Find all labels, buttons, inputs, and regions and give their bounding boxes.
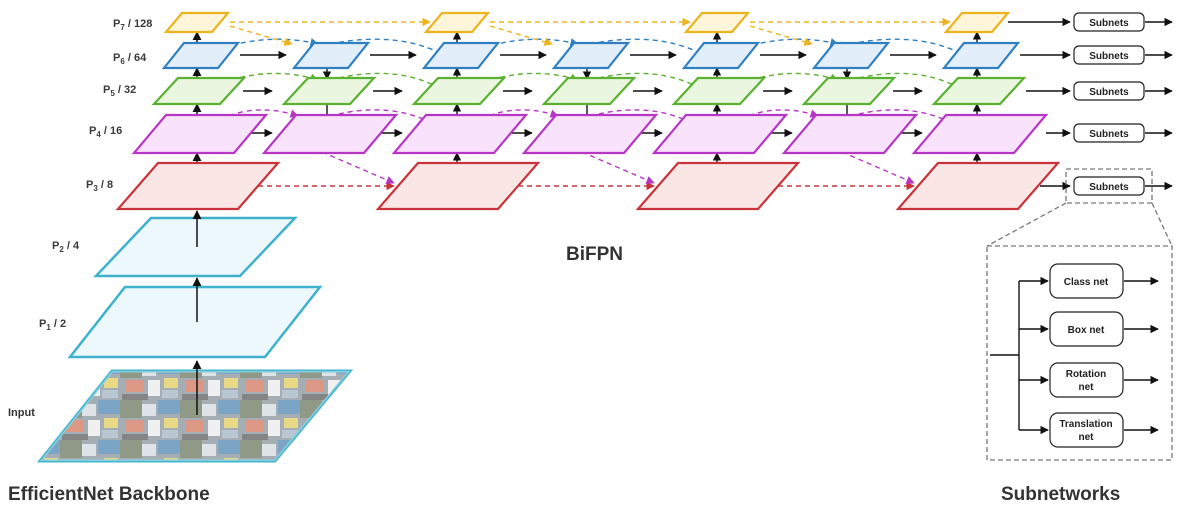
p3-node bbox=[895, 161, 1061, 211]
p4-node bbox=[781, 113, 919, 155]
subnets-boxes: Subnets Subnets Subnets Subnets Subnets bbox=[1073, 12, 1145, 196]
backbone-p2-feature-map bbox=[93, 216, 298, 278]
rotation-net-label-line1: Rotation bbox=[1066, 369, 1107, 380]
p7-node bbox=[423, 11, 491, 34]
backbone: Input P1 / 2 P2 / 4 P3 / 8 P4 / 16 P5 / … bbox=[8, 18, 354, 505]
subnets-box-p6 bbox=[1073, 45, 1145, 65]
input-image bbox=[36, 369, 354, 463]
bifpn-title: BiFPN bbox=[566, 244, 623, 265]
subnets-label: Subnets bbox=[1089, 129, 1129, 140]
translation-net-label-line1: Translation bbox=[1059, 419, 1112, 430]
subnets-box-p5 bbox=[1073, 81, 1145, 101]
p5-node bbox=[541, 76, 637, 106]
p5-node bbox=[151, 76, 247, 106]
p6-node bbox=[681, 41, 761, 70]
p4-node bbox=[261, 113, 399, 155]
p3-node bbox=[115, 161, 281, 211]
rotation-net-box bbox=[1049, 362, 1124, 398]
class-net-box bbox=[1049, 263, 1124, 299]
p5-node bbox=[801, 76, 897, 106]
backbone-title: EfficientNet Backbone bbox=[8, 484, 210, 505]
bifpn-lateral-arrows bbox=[240, 50, 937, 138]
p4-node bbox=[391, 113, 529, 155]
subnetworks-title: Subnetworks bbox=[1001, 484, 1120, 505]
subnets-label: Subnets bbox=[1089, 51, 1129, 62]
input-label: Input bbox=[8, 407, 35, 419]
subnetworks-detail: Class net Box net Rotation net Translati… bbox=[986, 245, 1173, 505]
p6-node bbox=[421, 41, 501, 70]
level-label-p2: P2 / 4 bbox=[52, 240, 80, 254]
rotation-net-label-line2: net bbox=[1079, 382, 1095, 393]
level-label-p5: P5 / 32 bbox=[103, 84, 136, 98]
bifpn: Subnets Subnets Subnets Subnets Subnets … bbox=[115, 11, 1173, 265]
p6-node bbox=[291, 41, 371, 70]
p6-node bbox=[551, 41, 631, 70]
translation-net-box bbox=[1049, 412, 1124, 448]
box-net-label: Box net bbox=[1068, 325, 1105, 336]
subnets-box-p4 bbox=[1073, 123, 1145, 143]
p3-node bbox=[635, 161, 801, 211]
subnets-label: Subnets bbox=[1089, 87, 1129, 98]
p6-node bbox=[941, 41, 1021, 70]
level-label-p3: P3 / 8 bbox=[86, 179, 113, 193]
subnets-box-p7 bbox=[1073, 12, 1145, 32]
bifpn-output-arrows bbox=[1008, 17, 1173, 191]
p4-node bbox=[911, 113, 1049, 155]
p4-node bbox=[131, 113, 269, 155]
subnets-label: Subnets bbox=[1089, 182, 1129, 193]
p4-node bbox=[651, 113, 789, 155]
box-net-box bbox=[1049, 311, 1124, 347]
p7-node bbox=[163, 11, 231, 34]
translation-net-label-line2: net bbox=[1079, 432, 1095, 443]
backbone-p1-feature-map bbox=[67, 285, 323, 359]
p7-node bbox=[943, 11, 1011, 34]
p5-node bbox=[411, 76, 507, 106]
subnets-label: Subnets bbox=[1089, 18, 1129, 29]
p4-node bbox=[521, 113, 659, 155]
level-label-p4: P4 / 16 bbox=[89, 125, 122, 139]
level-label-p1: P1 / 2 bbox=[39, 318, 66, 332]
bifpn-nodes bbox=[115, 11, 1061, 211]
p5-node bbox=[281, 76, 377, 106]
level-label-p6: P6 / 64 bbox=[113, 52, 147, 66]
p3-node bbox=[375, 161, 541, 211]
level-label-p7: P7 / 128 bbox=[113, 18, 152, 32]
class-net-label: Class net bbox=[1064, 277, 1109, 288]
p7-node bbox=[683, 11, 751, 34]
p6-node bbox=[161, 41, 241, 70]
p6-node bbox=[811, 41, 891, 70]
p5-node bbox=[671, 76, 767, 106]
subnetworks-panel bbox=[986, 245, 1173, 461]
subnets-box-p3 bbox=[1073, 176, 1145, 196]
zoom-highlight bbox=[1065, 168, 1153, 204]
p5-node bbox=[931, 76, 1027, 106]
